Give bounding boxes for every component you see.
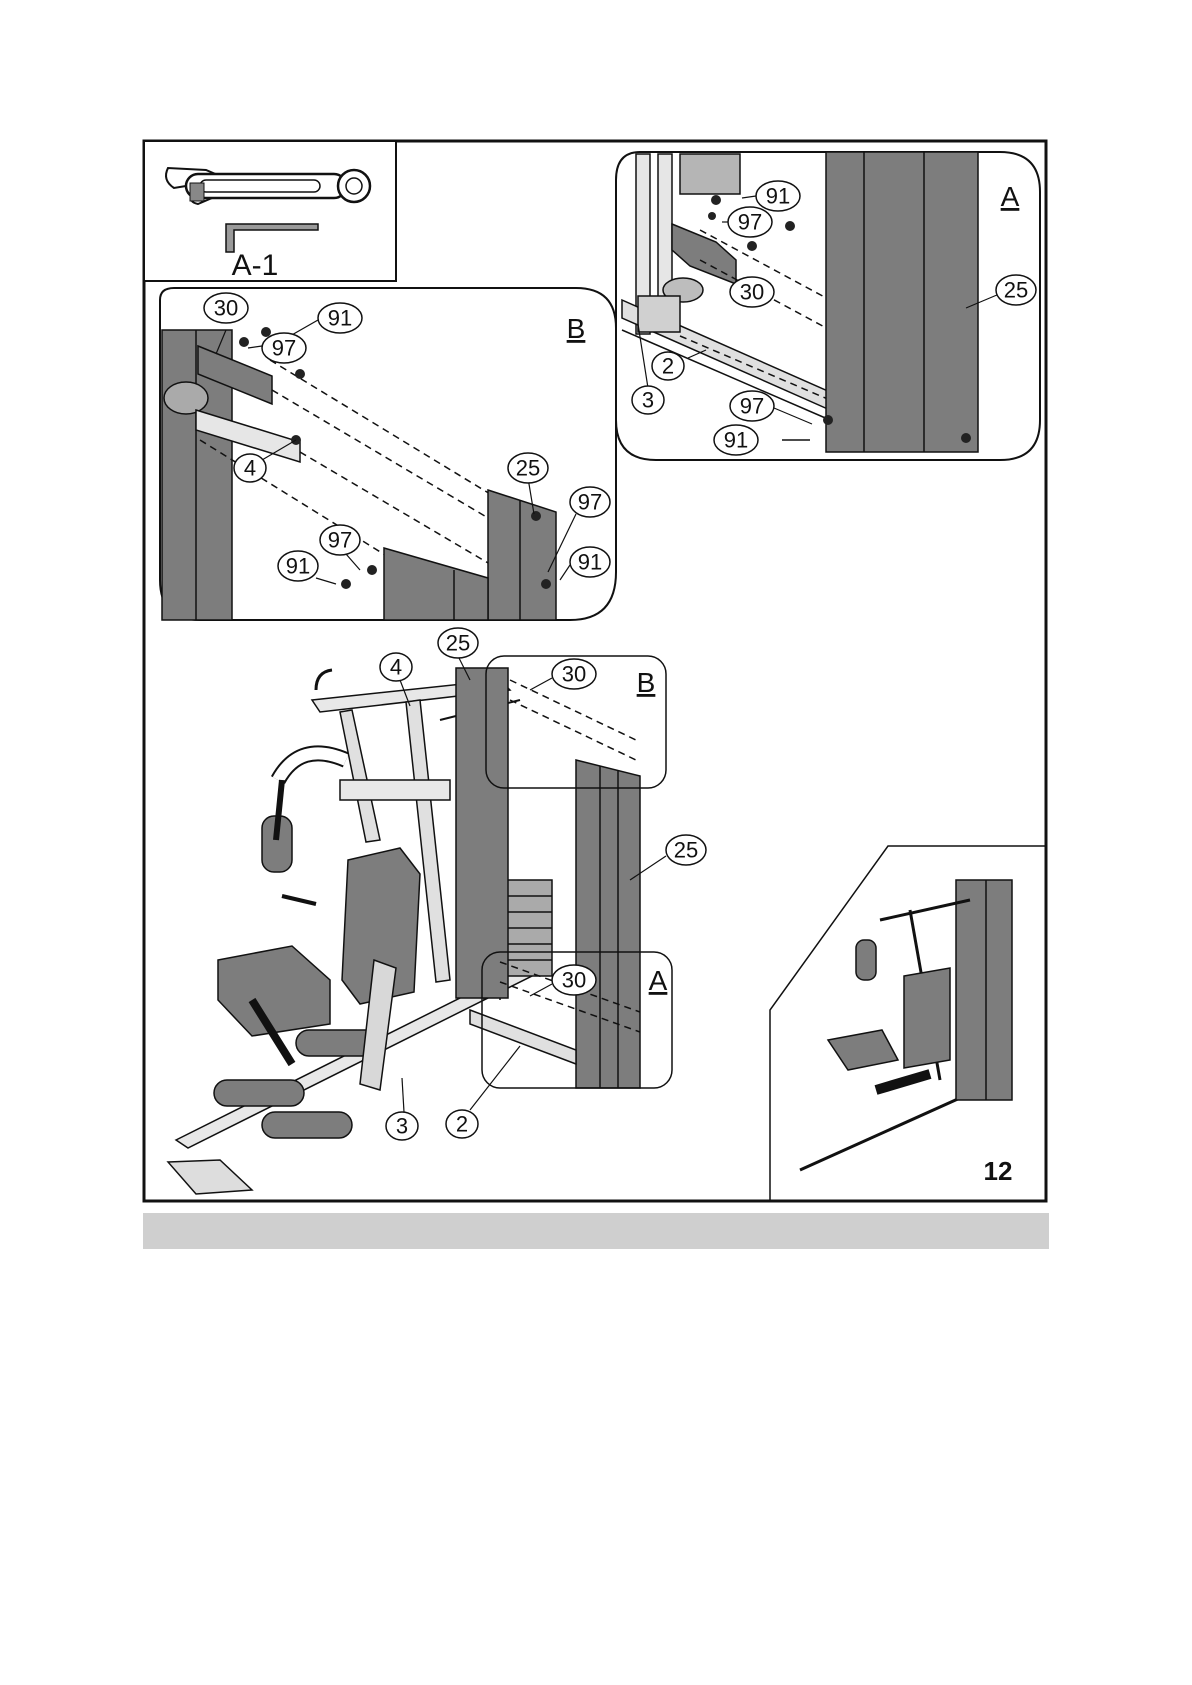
side-panel-25 bbox=[576, 760, 640, 1088]
callout: 30 bbox=[730, 277, 774, 307]
svg-text:4: 4 bbox=[390, 655, 402, 680]
inset-b: B bbox=[160, 288, 616, 620]
callout: 91 bbox=[714, 425, 758, 455]
svg-text:25: 25 bbox=[446, 631, 470, 656]
svg-text:30: 30 bbox=[740, 280, 764, 305]
svg-text:25: 25 bbox=[674, 838, 698, 863]
svg-text:25: 25 bbox=[1004, 278, 1028, 303]
svg-text:3: 3 bbox=[642, 388, 654, 413]
footer-bar bbox=[143, 1213, 1049, 1249]
callout: 3 bbox=[386, 1078, 418, 1140]
svg-text:3: 3 bbox=[396, 1114, 408, 1139]
svg-text:25: 25 bbox=[516, 456, 540, 481]
svg-text:91: 91 bbox=[724, 428, 748, 453]
callout: 2 bbox=[446, 1046, 520, 1138]
svg-text:30: 30 bbox=[214, 296, 238, 321]
svg-text:2: 2 bbox=[662, 354, 674, 379]
inset-a: A bbox=[616, 152, 1040, 460]
svg-text:97: 97 bbox=[740, 394, 764, 419]
svg-text:2: 2 bbox=[456, 1112, 468, 1137]
svg-text:97: 97 bbox=[578, 490, 602, 515]
tool-label: A-1 bbox=[232, 249, 279, 282]
inset-a-letter: A bbox=[1001, 181, 1020, 212]
detail-a-letter: A bbox=[649, 965, 668, 996]
svg-text:91: 91 bbox=[328, 306, 352, 331]
svg-text:30: 30 bbox=[562, 662, 586, 687]
inset-b-letter: B bbox=[567, 313, 586, 344]
callout: 30 bbox=[530, 659, 596, 690]
tools-panel: A-1 bbox=[144, 141, 396, 282]
main-assembly: B A bbox=[168, 656, 672, 1194]
callout: 25 bbox=[630, 835, 706, 880]
svg-text:30: 30 bbox=[562, 968, 586, 993]
svg-text:97: 97 bbox=[272, 336, 296, 361]
svg-text:4: 4 bbox=[244, 456, 256, 481]
svg-text:91: 91 bbox=[578, 550, 602, 575]
step-number: 12 bbox=[984, 1156, 1013, 1186]
svg-text:91: 91 bbox=[286, 554, 310, 579]
svg-text:91: 91 bbox=[766, 184, 790, 209]
svg-text:97: 97 bbox=[328, 528, 352, 553]
detail-b-letter: B bbox=[637, 667, 656, 698]
step-thumbnail: 12 bbox=[770, 846, 1046, 1201]
svg-text:97: 97 bbox=[738, 210, 762, 235]
